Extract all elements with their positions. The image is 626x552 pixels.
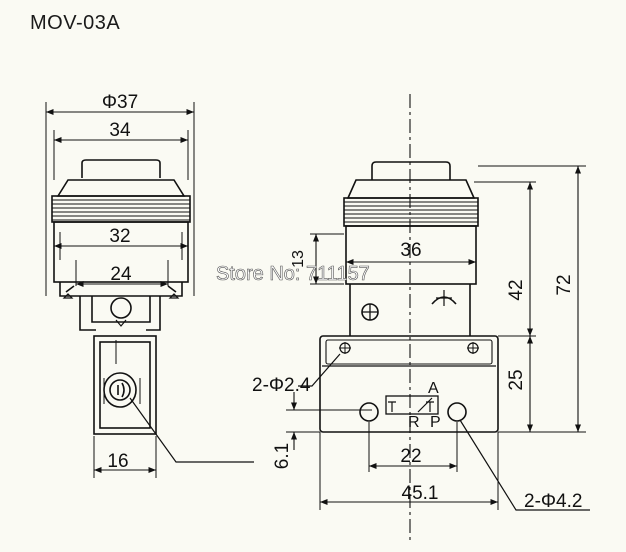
side-view <box>45 102 254 478</box>
port-label-r: R <box>408 414 420 431</box>
dim-diameter-37: Φ37 <box>102 92 138 113</box>
dim-width-32: 32 <box>109 226 130 247</box>
dim-height-13: 13 <box>290 250 307 268</box>
dim-height-25: 25 <box>506 369 527 390</box>
dim-width-45-1: 45.1 <box>402 483 439 504</box>
store-watermark: Store No: 711157 <box>216 263 370 285</box>
dim-width-36: 36 <box>400 240 421 261</box>
dim-width-34: 34 <box>109 120 131 141</box>
side-view-dimension-lines <box>46 108 194 474</box>
model-title: MOV-03A <box>30 12 121 34</box>
dim-height-72: 72 <box>554 274 575 295</box>
front-view-dimension-lines <box>290 166 582 506</box>
port-label-a: A <box>428 380 439 397</box>
front-view <box>286 161 590 511</box>
dim-width-22: 22 <box>400 446 421 467</box>
dim-width-16: 16 <box>107 451 128 472</box>
dim-width-24: 24 <box>110 264 132 285</box>
dim-holes-2-4: 2-Φ2.4 <box>252 375 311 396</box>
port-label-p: P <box>430 414 441 431</box>
dim-height-6-1: 6.1 <box>272 443 293 469</box>
dim-holes-4-2: 2-Φ4.2 <box>524 491 582 512</box>
dim-height-42: 42 <box>506 279 527 300</box>
